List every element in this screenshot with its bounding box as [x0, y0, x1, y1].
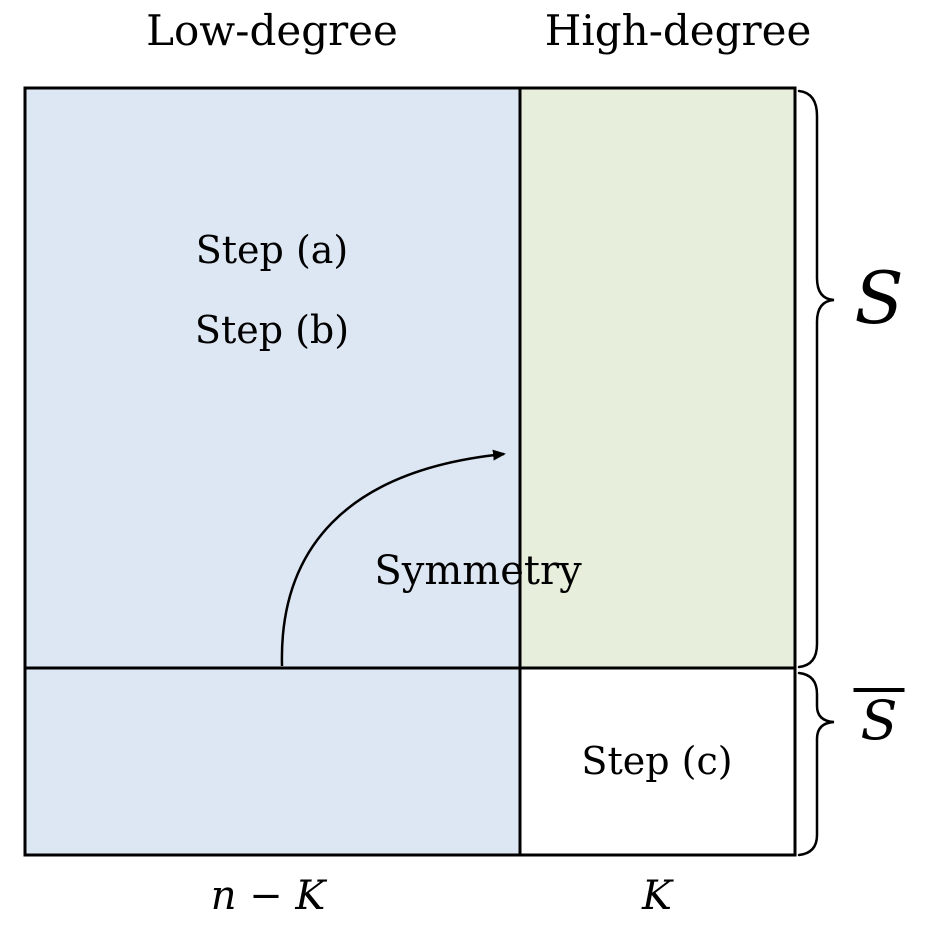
set-label-S-bar-text: S: [860, 689, 898, 752]
region-low-degree-Sbar: [25, 668, 520, 855]
width-label-n-minus-K: n − K: [210, 873, 326, 919]
symmetry-arrow: [280, 449, 506, 667]
set-label-S: S: [854, 256, 904, 340]
width-label-K: K: [642, 873, 672, 919]
brace-S: [797, 89, 835, 669]
overline-bar: S: [853, 688, 905, 748]
column-label-low-degree: Low-degree: [146, 6, 398, 55]
step-a-label: Step (a): [195, 228, 349, 272]
column-label-high-degree: High-degree: [544, 6, 812, 55]
step-b-label: Step (b): [194, 308, 350, 352]
region-high-degree-S: [520, 88, 795, 668]
step-c-label: Step (c): [581, 739, 733, 783]
matrix-outer-border: [23, 86, 797, 857]
region-high-degree-Sbar: [520, 668, 795, 855]
symmetry-label: Symmetry: [374, 548, 582, 594]
region-low-degree-S: [25, 88, 520, 668]
set-label-S-bar: S: [853, 688, 905, 748]
brace-Sbar: [797, 671, 835, 857]
